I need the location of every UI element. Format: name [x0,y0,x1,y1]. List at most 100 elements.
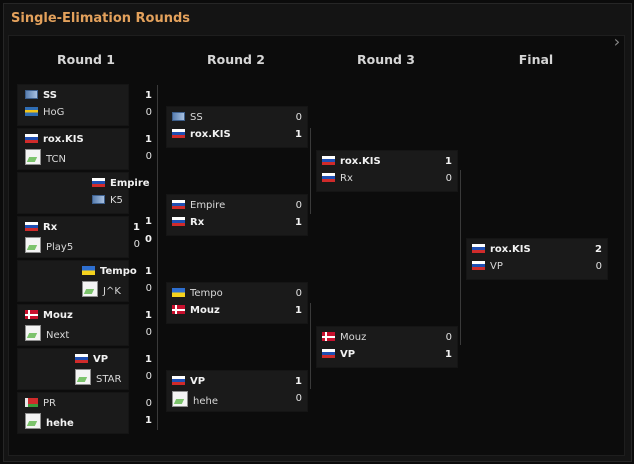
team-row-k5[interactable]: K5 [92,193,123,209]
team-logo-icon [75,369,91,385]
team-name: Play5 [46,242,74,253]
flag-ru-icon [322,349,335,358]
team-name: hehe [46,418,74,429]
team-name: Rx [340,173,353,184]
round-3-title: Round 3 [356,52,415,67]
flag-ru-icon [472,261,485,270]
team-row-rox-kis[interactable]: rox.KIS [322,154,381,170]
team-name: VP [490,261,503,272]
team-row-rox-kis[interactable]: rox.KIS [25,132,84,148]
team-name: VP [93,354,109,365]
flag-ru-icon [172,200,185,209]
team-logo-icon [82,281,98,297]
team-row-empire[interactable]: Empire [92,176,150,192]
match-box[interactable] [466,238,608,280]
team-score: 1 [445,156,452,167]
flag-dk-icon [172,305,185,314]
team-name: Tempo [100,266,137,277]
team-row-tcn[interactable]: TCN [25,149,66,165]
team-row-hog[interactable]: HoG [25,105,64,121]
team-score: 0 [145,283,152,294]
flag-ru-icon [75,354,88,363]
match-box[interactable] [166,370,308,412]
team-row-empire[interactable]: Empire [172,198,225,214]
next-arrow-icon[interactable]: › [613,32,621,51]
team-name: hehe [193,396,218,407]
team-name: J^K [103,286,121,297]
round-1-title: Round 1 [56,52,115,67]
team-score: 1 [145,310,152,321]
team-row-rox-kis[interactable]: rox.KIS [172,127,231,143]
team-row-ss[interactable]: SS [25,88,57,104]
team-row-next[interactable]: Next [25,325,69,341]
flag-ua-icon [82,266,95,275]
team-name: HoG [43,107,65,118]
team-row-mouz[interactable]: Mouz [322,330,366,346]
match-box[interactable] [166,106,308,148]
team-score: 1 [295,129,302,140]
team-name: VP [340,349,356,360]
team-score: 1 [133,222,140,233]
flag-ua-icon [172,288,185,297]
team-row-mouz[interactable]: Mouz [172,303,220,319]
flag-dk-icon [322,332,335,341]
team-row-star[interactable]: STAR [75,369,121,385]
team-row-rox-kis[interactable]: rox.KIS [472,242,531,258]
match-box[interactable] [17,348,129,390]
team-row-tempo[interactable]: Tempo [172,286,223,302]
team-row-vp[interactable]: VP [172,374,205,390]
team-score: 0 [133,239,140,250]
flag-ru-icon [322,156,335,165]
team-score: 1 [145,90,152,101]
team-row-play5[interactable]: Play5 [25,237,73,253]
team-name: Next [46,330,70,341]
team-row-vp[interactable]: VP [75,352,108,368]
extra-score: 0 [145,234,152,245]
flag-ru-icon [172,376,185,385]
team-row-pr[interactable]: PR [25,396,56,412]
team-score: 1 [295,305,302,316]
team-row-vp[interactable]: VP [322,347,355,363]
match-box[interactable] [166,282,308,324]
team-name: Mouz [43,310,73,321]
flag-ru-icon [172,129,185,138]
team-name: Tempo [190,288,223,299]
connector-line [157,85,158,430]
connector-line [310,303,311,389]
match-box[interactable] [316,150,458,192]
flag-world-icon [25,90,38,99]
team-score: 2 [595,244,602,255]
team-score: 0 [145,151,152,162]
team-score: 0 [445,173,452,184]
team-score: 1 [295,217,302,228]
flag-dk-icon [25,310,38,319]
team-row-rx[interactable]: Rx [172,215,204,231]
team-score: 1 [445,349,452,360]
team-row-rx[interactable]: Rx [25,220,57,236]
flag-se-icon [25,107,38,116]
match-box[interactable] [316,326,458,368]
flag-world-icon [172,112,185,121]
team-logo-icon [25,149,41,165]
match-box[interactable] [17,172,129,214]
team-name: Rx [43,222,58,233]
team-row-rx[interactable]: Rx [322,171,353,187]
match-box[interactable] [17,260,129,302]
team-name: Rx [190,217,205,228]
panel-title: Single-Elimation Rounds [11,11,191,26]
flag-by-icon [25,398,38,407]
match-box[interactable] [166,194,308,236]
round-2-title: Round 2 [206,52,265,67]
team-row-j-k[interactable]: J^K [82,281,121,297]
team-name: K5 [110,195,123,206]
team-score: 1 [295,376,302,387]
team-row-hehe[interactable]: hehe [172,391,218,407]
team-row-hehe[interactable]: hehe [25,413,74,429]
team-row-vp[interactable]: VP [472,259,503,275]
team-row-tempo[interactable]: Tempo [82,264,137,280]
team-row-mouz[interactable]: Mouz [25,308,73,324]
team-name: Empire [190,200,226,211]
team-name: VP [190,376,206,387]
team-row-ss[interactable]: SS [172,110,203,126]
team-score: 1 [145,415,152,426]
